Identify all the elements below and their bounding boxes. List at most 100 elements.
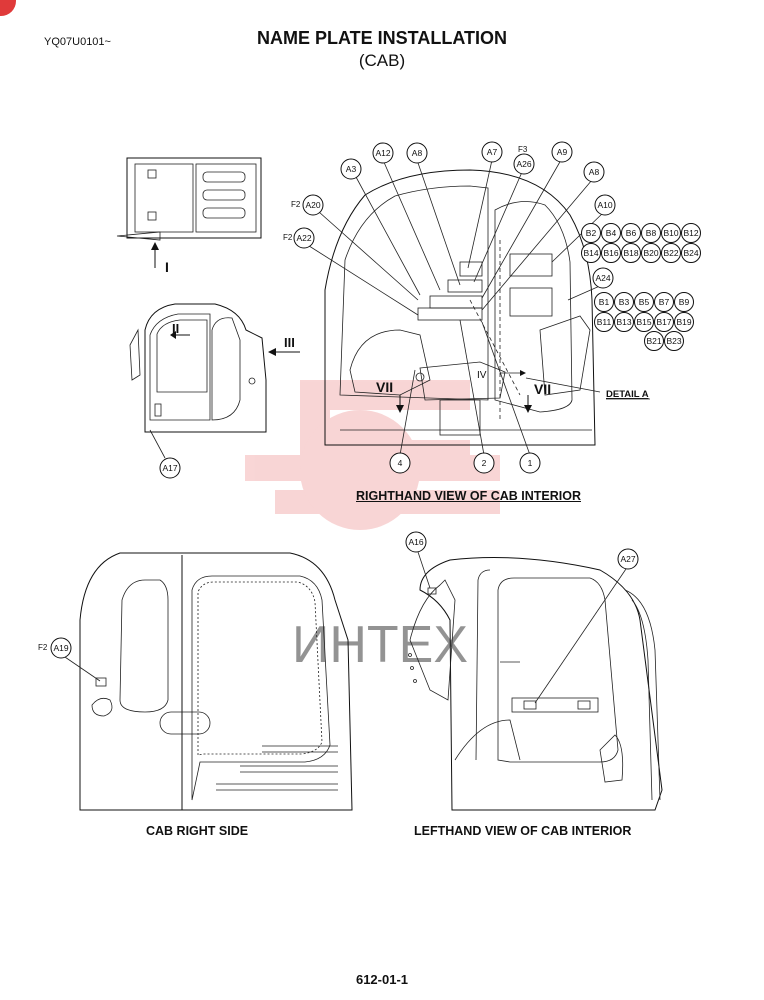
svg-text:A16: A16: [408, 537, 423, 547]
watermark-logo: [245, 380, 500, 530]
callout-b1: B1: [594, 292, 614, 312]
svg-text:B11: B11: [597, 317, 612, 327]
svg-text:A3: A3: [346, 164, 357, 174]
callout-a10: A10: [594, 194, 616, 216]
callout-b11: B11: [594, 312, 614, 332]
callout-a8-top: A8: [406, 142, 428, 164]
svg-text:B13: B13: [616, 317, 631, 327]
callout-4: 4: [389, 452, 411, 474]
svg-text:B3: B3: [619, 297, 630, 307]
callout-b20: B20: [641, 243, 661, 263]
svg-text:A8: A8: [589, 167, 600, 177]
svg-text:B23: B23: [666, 336, 681, 346]
svg-text:B1: B1: [599, 297, 610, 307]
svg-text:B9: B9: [679, 297, 690, 307]
callout-b18: B18: [621, 243, 641, 263]
svg-text:B16: B16: [603, 248, 618, 258]
svg-text:A7: A7: [487, 147, 498, 157]
callout-a26: A26: [513, 153, 535, 175]
callout-b10: B10: [661, 223, 681, 243]
callout-b2: B2: [581, 223, 601, 243]
callout-b9: B9: [674, 292, 694, 312]
callout-b24: B24: [681, 243, 701, 263]
page-number: 612-01-1: [355, 972, 409, 987]
callout-b14: B14: [581, 243, 601, 263]
svg-text:A9: A9: [557, 147, 568, 157]
svg-text:B17: B17: [656, 317, 671, 327]
svg-text:A20: A20: [305, 200, 320, 210]
callout-a8-right: A8: [583, 161, 605, 183]
callout-2: 2: [473, 452, 495, 474]
svg-text:B20: B20: [643, 248, 658, 258]
svg-text:A22: A22: [296, 233, 311, 243]
callout-b7: B7: [654, 292, 674, 312]
callout-b16: B16: [601, 243, 621, 263]
svg-text:B15: B15: [636, 317, 651, 327]
callout-a22: A22: [293, 227, 315, 249]
view-label-vii-left: VII: [376, 379, 393, 395]
svg-text:B19: B19: [676, 317, 691, 327]
callout-b17: B17: [654, 312, 674, 332]
callout-b12: B12: [681, 223, 701, 243]
callout-b3: B3: [614, 292, 634, 312]
svg-text:B5: B5: [639, 297, 650, 307]
callout-b21: B21: [644, 331, 664, 351]
callout-a24: A24: [592, 267, 614, 289]
svg-text:1: 1: [528, 458, 533, 468]
callout-b4: B4: [601, 223, 621, 243]
prefix-f2-a20: F2: [291, 200, 301, 209]
svg-text:4: 4: [398, 458, 403, 468]
callout-a19: A19: [50, 637, 72, 659]
svg-text:A24: A24: [595, 273, 610, 283]
svg-text:A10: A10: [597, 200, 612, 210]
callout-b13: B13: [614, 312, 634, 332]
svg-text:A19: A19: [53, 643, 68, 653]
prefix-f3: F3: [518, 145, 528, 154]
detail-a-label: DETAIL A: [606, 389, 649, 400]
caption-lefthand-view: LEFTHAND VIEW OF CAB INTERIOR: [414, 824, 632, 838]
callout-b15: B15: [634, 312, 654, 332]
callout-b22: B22: [661, 243, 681, 263]
prefix-f2-a22: F2: [283, 233, 293, 242]
svg-text:B18: B18: [623, 248, 638, 258]
svg-text:A12: A12: [375, 148, 390, 158]
svg-text:B2: B2: [586, 228, 597, 238]
view-label-iv: IV: [477, 370, 487, 381]
svg-text:A27: A27: [620, 554, 635, 564]
svg-text:B6: B6: [626, 228, 637, 238]
callout-a12: A12: [372, 142, 394, 164]
callout-a3: A3: [340, 158, 362, 180]
svg-text:B10: B10: [663, 228, 678, 238]
view-arrow-i: I: [165, 259, 169, 275]
view-label-vii-right: VII: [534, 381, 551, 397]
caption-cab-right-side: CAB RIGHT SIDE: [146, 824, 249, 838]
view-arrow-ii: II: [172, 321, 179, 336]
svg-text:B22: B22: [663, 248, 678, 258]
cab-interior-right-view: VII VII IV: [305, 159, 605, 456]
svg-text:B8: B8: [646, 228, 657, 238]
svg-text:A17: A17: [162, 463, 177, 473]
callout-a7: A7: [481, 141, 503, 163]
svg-text:B24: B24: [683, 248, 698, 258]
callout-a9: A9: [551, 141, 573, 163]
view-arrow-iii: III: [284, 335, 295, 350]
document-code: YQ07U0101~: [44, 36, 111, 48]
svg-text:B7: B7: [659, 297, 670, 307]
svg-text:A8: A8: [412, 148, 423, 158]
watermark-text: ИНТЕХ: [292, 616, 468, 674]
callout-b8: B8: [641, 223, 661, 243]
cab-interior-left-view: [408, 551, 663, 811]
callout-b23: B23: [664, 331, 684, 351]
svg-text:B21: B21: [646, 336, 661, 346]
caption-righthand-view: RIGHTHAND VIEW OF CAB INTERIOR: [356, 489, 581, 503]
cab-top-view: I: [116, 157, 262, 275]
callout-b19: B19: [674, 312, 694, 332]
svg-text:A26: A26: [516, 159, 531, 169]
callout-b5: B5: [634, 292, 654, 312]
cab-side-view-small: II III: [129, 303, 300, 459]
svg-text:2: 2: [482, 458, 487, 468]
page-title: NAME PLATE INSTALLATION: [257, 28, 507, 48]
svg-text:B14: B14: [583, 248, 598, 258]
svg-text:B12: B12: [683, 228, 698, 238]
